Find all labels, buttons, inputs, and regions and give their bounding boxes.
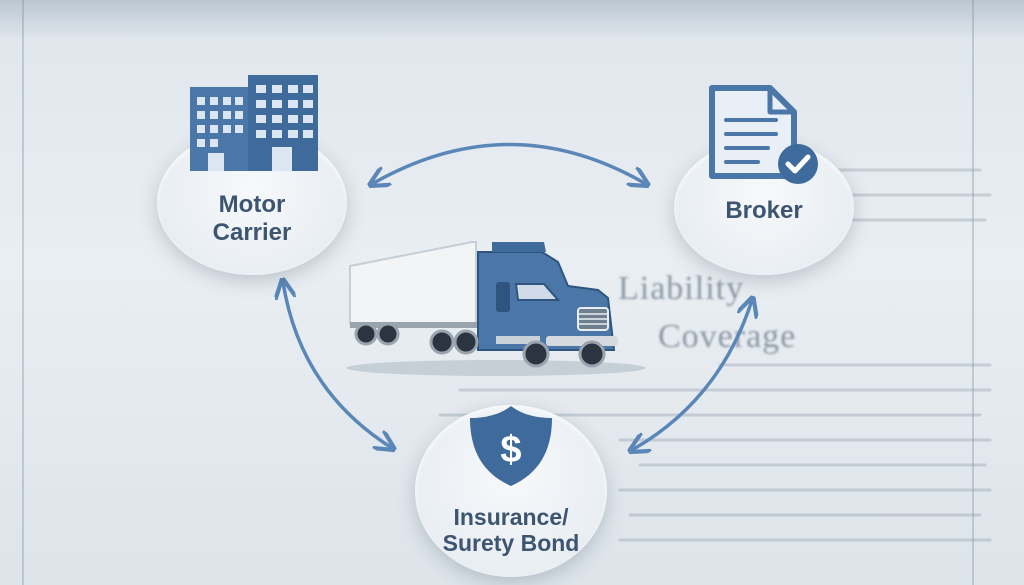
arrow-carrier-insurance bbox=[283, 282, 392, 448]
semi-truck-icon bbox=[346, 241, 646, 376]
motor-carrier-label: Motor Carrier bbox=[212, 190, 292, 246]
broker-label: Broker bbox=[725, 196, 803, 224]
document-check-icon bbox=[709, 85, 818, 184]
top-band bbox=[0, 0, 1024, 40]
office-building-icon bbox=[190, 75, 318, 171]
shield-dollar-icon: $ bbox=[470, 406, 552, 486]
arrow-broker-insurance bbox=[632, 300, 752, 450]
insurance-label: Insurance/ Surety Bond bbox=[442, 503, 580, 556]
arrow-carrier-broker bbox=[372, 142, 646, 185]
left-divider bbox=[22, 0, 24, 585]
svg-text:$: $ bbox=[500, 429, 521, 471]
right-divider bbox=[972, 0, 974, 585]
